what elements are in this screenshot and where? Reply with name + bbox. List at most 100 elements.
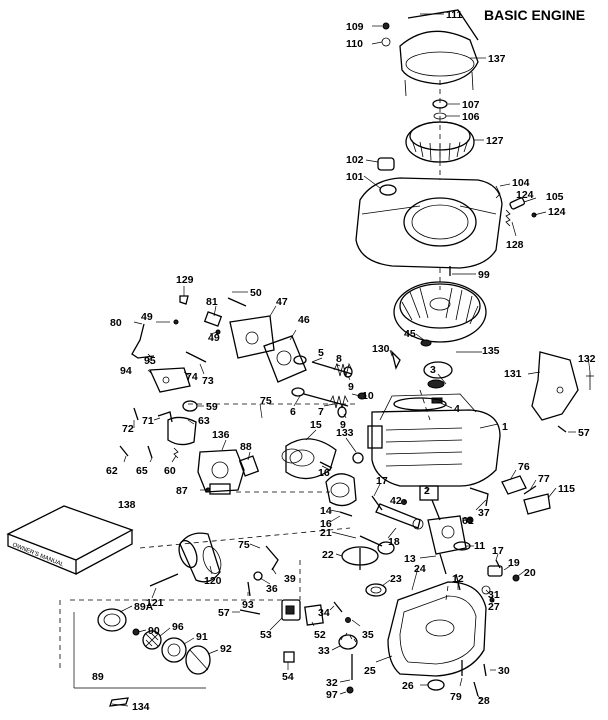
callout-36: 36 — [266, 583, 278, 595]
blower-housing-cover — [399, 9, 479, 97]
assembly-guide-lines — [59, 80, 449, 670]
callout-47: 47 — [276, 296, 288, 308]
part-81 — [203, 311, 223, 327]
callout-9a: 9 — [348, 381, 354, 393]
part-39 — [265, 545, 279, 571]
callout-107: 107 — [462, 99, 480, 111]
callout-2: 2 — [424, 485, 430, 497]
oil-pan — [387, 581, 487, 677]
callout-23: 23 — [390, 573, 402, 585]
screw-65 — [147, 445, 153, 459]
air-cleaner-89A — [97, 608, 127, 632]
part-19 — [487, 565, 503, 577]
screw-50 — [227, 297, 247, 307]
callout-37: 37 — [478, 507, 490, 519]
callout-135: 135 — [482, 345, 500, 357]
screw-132 — [586, 372, 594, 390]
callout-14: 14 — [320, 505, 332, 517]
part-34 — [333, 601, 343, 613]
screw-62 — [119, 445, 129, 457]
bolt-28 — [473, 681, 479, 697]
part-71 — [157, 411, 173, 423]
callout-96: 96 — [172, 621, 184, 633]
part-17b — [495, 559, 501, 569]
bolt-16b — [339, 511, 353, 517]
part-35 — [345, 617, 351, 623]
callout-127: 127 — [486, 135, 504, 147]
bracket-94 — [149, 367, 191, 393]
part-54 — [283, 651, 295, 663]
callout-63: 63 — [198, 415, 210, 427]
callout-34: 34 — [318, 607, 330, 619]
element-91 — [161, 637, 187, 663]
gasket-88 — [238, 455, 260, 477]
callout-115: 115 — [558, 483, 575, 495]
bracket-131 — [531, 351, 579, 421]
ignition-130 — [390, 349, 401, 370]
callout-30: 30 — [498, 665, 510, 677]
callout-97: 97 — [326, 689, 338, 701]
callout-32: 32 — [326, 677, 338, 689]
oil-fill-101 — [379, 184, 397, 196]
callout-10: 10 — [362, 390, 374, 402]
callout-130: 130 — [372, 343, 390, 355]
nut-45 — [420, 339, 432, 347]
callouts: 111 109 110 137 107 106 127 102 101 104 … — [92, 9, 596, 713]
piston-2 — [419, 485, 439, 501]
filter-96 — [142, 630, 162, 650]
callout-11: 11 — [474, 540, 485, 552]
screw-57b — [239, 609, 261, 615]
bolt-109 — [382, 22, 390, 30]
callout-17b: 17 — [492, 545, 504, 557]
part-115 — [523, 493, 551, 515]
group-bracket-89 — [73, 612, 206, 689]
valve-spring-7 — [329, 394, 349, 409]
retainer-9a — [343, 366, 353, 378]
part-76 — [501, 475, 527, 495]
callout-75a: 75 — [260, 395, 272, 407]
blower-housing — [355, 177, 503, 269]
callout-17a: 17 — [376, 475, 388, 487]
callout-110: 110 — [346, 38, 363, 50]
part-134 — [109, 697, 129, 707]
callout-57a: 57 — [578, 427, 590, 439]
callout-105: 105 — [546, 191, 564, 203]
callout-4: 4 — [454, 403, 460, 415]
callout-131: 131 — [504, 368, 522, 380]
callout-71: 71 — [142, 415, 154, 427]
callout-21: 21 — [320, 527, 332, 539]
callout-133: 133 — [336, 427, 354, 439]
screw-49b — [173, 319, 179, 325]
callout-73: 73 — [202, 375, 214, 387]
part-31 — [481, 585, 491, 595]
oil-cap-102 — [377, 157, 395, 171]
callout-89A: 89A — [134, 601, 154, 613]
callout-106: 106 — [462, 111, 480, 123]
callout-13: 13 — [404, 553, 416, 565]
callout-35: 35 — [362, 629, 374, 641]
callout-20: 20 — [524, 567, 536, 579]
tappet-10 — [357, 392, 367, 400]
spring-128 — [505, 209, 511, 227]
cam-gear-22 — [341, 546, 379, 570]
callout-93: 93 — [242, 599, 254, 611]
part-73 — [185, 351, 207, 363]
link-80 — [131, 323, 155, 359]
callout-99: 99 — [478, 269, 490, 281]
callout-124b: 124 — [548, 206, 566, 218]
callout-104: 104 — [512, 177, 530, 189]
callout-5: 5 — [318, 347, 324, 359]
link-105 — [509, 197, 526, 210]
callout-74: 74 — [186, 371, 198, 383]
callout-91: 91 — [196, 631, 208, 643]
callout-6: 6 — [290, 406, 296, 418]
air-cleaner-body-120 — [178, 532, 222, 583]
callout-76: 76 — [518, 461, 530, 473]
intake-63 — [167, 416, 197, 446]
callout-49a: 49 — [141, 311, 153, 323]
callout-39: 39 — [284, 573, 296, 585]
callout-134: 134 — [132, 701, 150, 713]
bolt-30 — [483, 663, 487, 677]
cover-92 — [185, 645, 211, 675]
callout-109: 109 — [346, 21, 364, 33]
